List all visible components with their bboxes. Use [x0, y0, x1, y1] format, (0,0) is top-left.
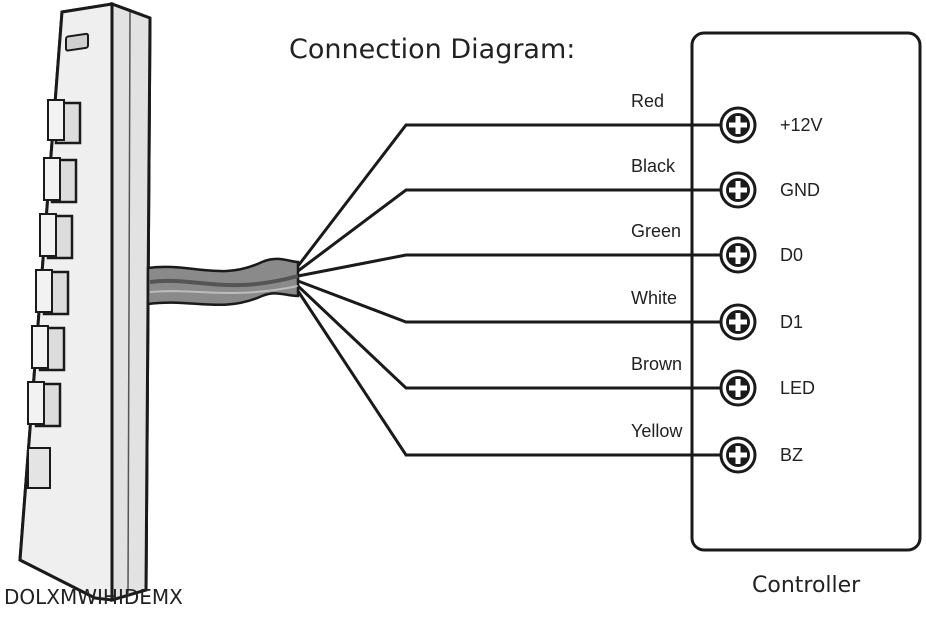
terminal-screw-icon	[719, 106, 757, 144]
wire-brown	[296, 284, 720, 390]
terminals	[719, 106, 757, 474]
terminal-label-3: D1	[780, 312, 804, 332]
wire-label-black: Black	[630, 156, 677, 176]
wire-label-brown: Brown	[630, 354, 684, 374]
terminal-screw-icon	[719, 369, 757, 407]
wire-yellow	[296, 290, 720, 457]
terminal-screw-icon	[719, 236, 757, 274]
terminal-label-4: LED	[780, 378, 816, 398]
device-label: DOLXMWIHIDEMX	[4, 585, 183, 609]
wire-label-red: Red	[630, 91, 666, 111]
wire-label-white: White	[630, 288, 679, 308]
led-indicator	[65, 32, 89, 52]
card-read-area	[27, 447, 51, 489]
wire-black	[297, 188, 720, 273]
controller-box	[690, 31, 922, 552]
terminal-label-0: +12V	[780, 115, 823, 135]
wire-label-green: Green	[630, 221, 683, 241]
card-reader-device	[18, 1, 152, 603]
cable-bundle	[146, 257, 300, 307]
keypad-button	[38, 326, 66, 372]
diagram-title: Connection Diagram:	[289, 34, 576, 65]
terminal-screw-icon	[719, 436, 757, 474]
terminal-label-2: D0	[780, 245, 804, 265]
controller-label: Controller	[752, 573, 861, 598]
keypad-buttons	[27, 99, 82, 489]
terminal-label-1: GND	[780, 180, 820, 200]
wire-label-yellow: Yellow	[630, 421, 684, 441]
terminal-screw-icon	[719, 303, 757, 341]
device-side-edge	[110, 1, 152, 603]
terminal-screw-icon	[719, 171, 757, 209]
wire-red	[296, 123, 720, 267]
wire-white	[297, 279, 720, 324]
terminal-label-5: BZ	[780, 445, 804, 465]
wires	[296, 123, 720, 457]
wire-green	[297, 253, 720, 278]
